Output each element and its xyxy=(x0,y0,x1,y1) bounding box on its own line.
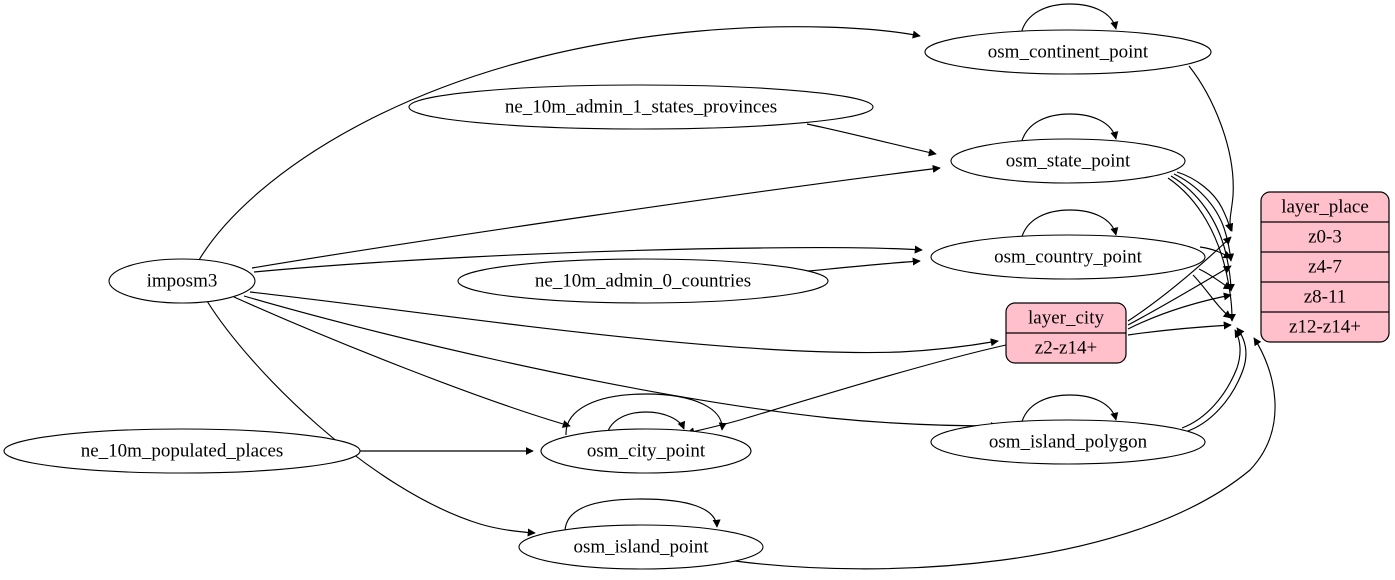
edge-osm-country-point-to-layer-place-z4-7 xyxy=(1199,246,1232,259)
record-node-layer-city[interactable]: layer_city z2-z14+ xyxy=(1005,302,1127,364)
record-cell-layer-city-z2-z14[interactable]: z2-z14+ xyxy=(1035,337,1097,358)
node-label-osm-continent-point: osm_continent_point xyxy=(988,41,1149,62)
node-label-ne-10m-admin-1-states-provinces: ne_10m_admin_1_states_provinces xyxy=(505,96,777,117)
record-cell-layer-place-z12-z14[interactable]: z12-z14+ xyxy=(1289,316,1361,337)
edge-ne-states-to-osm-state-point xyxy=(806,123,937,157)
record-cell-layer-place-z0-3[interactable]: z0-3 xyxy=(1308,226,1342,247)
edge-imposm3-to-osm-country-point xyxy=(253,245,923,273)
record-cell-layer-place-z4-7[interactable]: z4-7 xyxy=(1308,256,1342,277)
selfloop-osm-island-point xyxy=(564,498,721,532)
edge-osm-island-polygon-to-layer-place-z12-z14 xyxy=(1184,327,1247,433)
node-label-imposm3: imposm3 xyxy=(147,270,218,291)
edge-layer-city-to-layer-place-z4-7 xyxy=(1127,265,1232,326)
edge-osm-country-point-to-layer-place-z12-z14 xyxy=(1192,274,1232,319)
selfloop-osm-city-point-outer xyxy=(565,393,727,436)
selfloop-osm-city-point-inner xyxy=(606,411,686,435)
edge-osm-island-point-to-layer-place-z12-z14 xyxy=(734,337,1276,570)
node-osm-island-polygon[interactable]: osm_island_polygon xyxy=(930,419,1206,465)
record-node-layer-place[interactable]: layer_place z0-3 z4-7 z8-11 z12-z14+ xyxy=(1260,191,1390,343)
edge-osm-state-point-to-layer-place-z8-11 xyxy=(1170,175,1236,292)
node-ne-10m-admin-1-states-provinces[interactable]: ne_10m_admin_1_states_provinces xyxy=(408,84,874,130)
edge-layer xyxy=(198,3,1276,570)
edge-layer-city-to-osm-city-point xyxy=(686,344,1007,436)
selfloop-osm-island-polygon xyxy=(1020,394,1119,426)
node-osm-state-point[interactable]: osm_state_point xyxy=(950,138,1186,184)
edge-imposm3-to-osm-island-point xyxy=(206,300,536,537)
edge-imposm3-to-osm-state-point xyxy=(251,164,941,269)
selfloop-osm-country-point xyxy=(1020,209,1119,241)
node-label-ne-10m-populated-places: ne_10m_populated_places xyxy=(81,440,284,461)
selfloop-osm-state-point xyxy=(1020,113,1119,145)
edge-layer-city-to-layer-place-z8-11 xyxy=(1127,292,1232,330)
edge-imposm3-to-layer-city xyxy=(249,291,999,354)
edge-osm-continent-point-to-layer-place-z0-3 xyxy=(1188,65,1234,232)
node-label-ne-10m-admin-0-countries: ne_10m_admin_0_countries xyxy=(535,270,751,291)
node-label-osm-state-point: osm_state_point xyxy=(1006,150,1131,171)
record-title-layer-city: layer_city xyxy=(1028,307,1104,328)
node-imposm3[interactable]: imposm3 xyxy=(108,258,256,304)
node-osm-continent-point[interactable]: osm_continent_point xyxy=(924,29,1212,75)
selfloop-osm-continent-point xyxy=(1020,3,1119,35)
edge-layer-city-to-layer-place-z12-z14 xyxy=(1127,321,1232,336)
node-ne-10m-populated-places[interactable]: ne_10m_populated_places xyxy=(3,428,361,474)
node-layer: imposm3 ne_10m_admin_1_states_provinces … xyxy=(3,29,1390,570)
edge-imposm3-to-osm-continent-point xyxy=(198,26,921,261)
edge-ne-countries-to-osm-country-point xyxy=(807,257,921,272)
node-osm-country-point[interactable]: osm_country_point xyxy=(930,234,1206,280)
edge-osm-island-polygon-to-layer-place-z12-z14-b xyxy=(1181,329,1243,429)
record-title-layer-place: layer_place xyxy=(1281,196,1369,217)
node-label-osm-island-point: osm_island_point xyxy=(573,536,709,557)
node-osm-island-point[interactable]: osm_island_point xyxy=(518,524,764,570)
edge-imposm3-to-osm-island-polygon xyxy=(243,295,999,431)
edge-osm-state-point-to-layer-place-z0-3 xyxy=(1176,171,1233,232)
record-cell-layer-place-z8-11[interactable]: z8-11 xyxy=(1304,286,1347,307)
node-label-osm-country-point: osm_country_point xyxy=(994,246,1142,267)
node-label-osm-island-polygon: osm_island_polygon xyxy=(989,431,1148,452)
node-osm-city-point[interactable]: osm_city_point xyxy=(540,428,752,474)
node-label-osm-city-point: osm_city_point xyxy=(587,440,706,461)
edge-osm-country-point-to-layer-place-z8-11 xyxy=(1198,268,1232,290)
node-ne-10m-admin-0-countries[interactable]: ne_10m_admin_0_countries xyxy=(457,258,829,304)
edge-layer-city-to-layer-place-z0-3 xyxy=(1127,236,1232,322)
edge-imposm3-to-osm-city-point xyxy=(233,296,571,428)
